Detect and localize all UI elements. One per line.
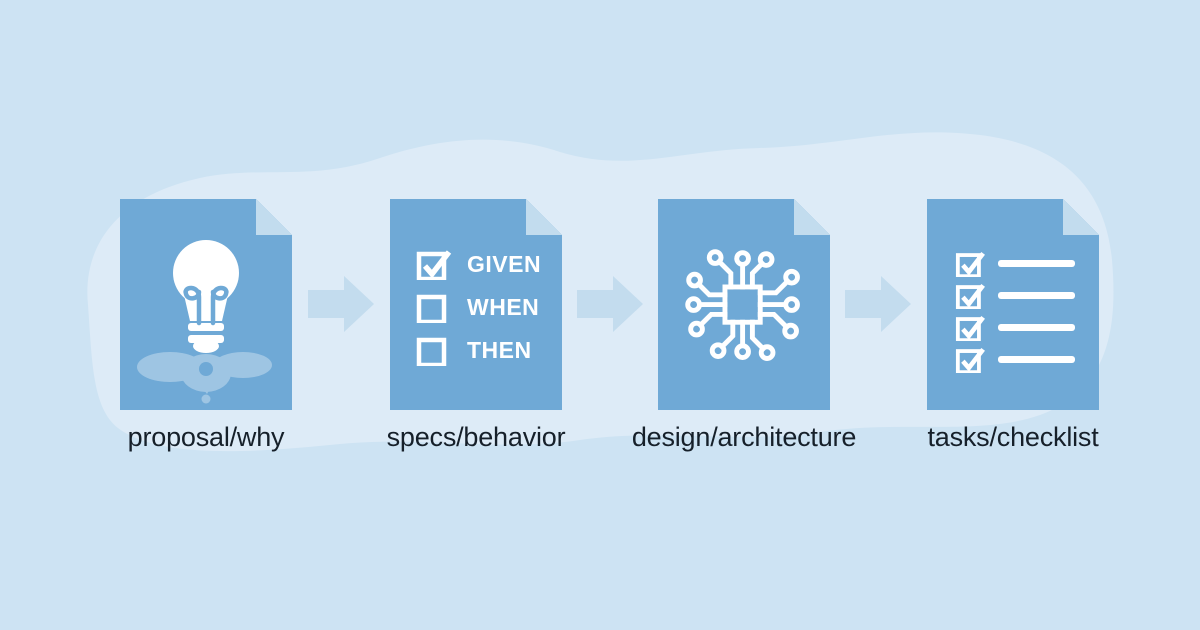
spec-checkbox-list: GIVEN WHEN THEN	[416, 248, 541, 366]
document-fold-corner	[256, 199, 292, 235]
circuit-chip-icon	[685, 249, 800, 361]
checkbox-checked-icon	[955, 347, 985, 373]
stage-label: tasks/checklist	[927, 422, 1099, 452]
stage-specs-behavior: GIVEN WHEN THEN specs/behavior	[387, 199, 566, 459]
question-loop-hole	[199, 362, 213, 376]
arrow-right-icon	[577, 276, 643, 332]
document-fold-corner	[794, 199, 830, 235]
task-row	[955, 250, 1075, 277]
spec-item-label: WHEN	[467, 293, 540, 320]
task-text-line	[998, 260, 1075, 267]
document-design-icon	[658, 199, 830, 410]
checkbox-checked-icon	[955, 315, 985, 341]
task-row	[955, 314, 1075, 341]
checkbox-checked-icon	[416, 250, 452, 280]
stage-design-architecture: design/architecture	[632, 199, 856, 459]
spec-row-then: THEN	[416, 334, 541, 366]
spec-item-label: THEN	[467, 336, 532, 363]
checkbox-checked-icon	[955, 283, 985, 309]
stage-label: proposal/why	[127, 422, 285, 452]
document-proposal-icon: ?	[120, 199, 292, 410]
stage-proposal-why: ? proposal/why	[120, 199, 292, 459]
task-row	[955, 346, 1075, 373]
document-page	[658, 199, 830, 410]
stage-label: specs/behavior	[386, 422, 566, 452]
spec-item-label: GIVEN	[467, 250, 542, 277]
task-text-line	[998, 356, 1075, 363]
stage-tasks-checklist: tasks/checklist	[927, 199, 1099, 459]
document-fold-corner	[1063, 199, 1099, 235]
filament-curls	[183, 285, 229, 326]
task-text-line	[998, 324, 1075, 331]
stage-label: design/architecture	[631, 422, 857, 452]
checkbox-checked-icon	[955, 251, 985, 277]
task-checklist	[955, 250, 1075, 373]
arrow-right-icon	[845, 276, 911, 332]
question-cloud-icon: ?	[137, 352, 272, 404]
spec-row-when: WHEN	[416, 291, 541, 323]
task-text-line	[998, 292, 1075, 299]
checkbox-unchecked-icon	[416, 294, 447, 323]
task-row	[955, 282, 1075, 309]
arrow-right-icon	[308, 276, 374, 332]
lightbulb-icon	[173, 240, 239, 353]
checkbox-unchecked-icon	[416, 337, 447, 366]
spec-row-given: GIVEN	[416, 248, 541, 280]
document-fold-corner	[526, 199, 562, 235]
